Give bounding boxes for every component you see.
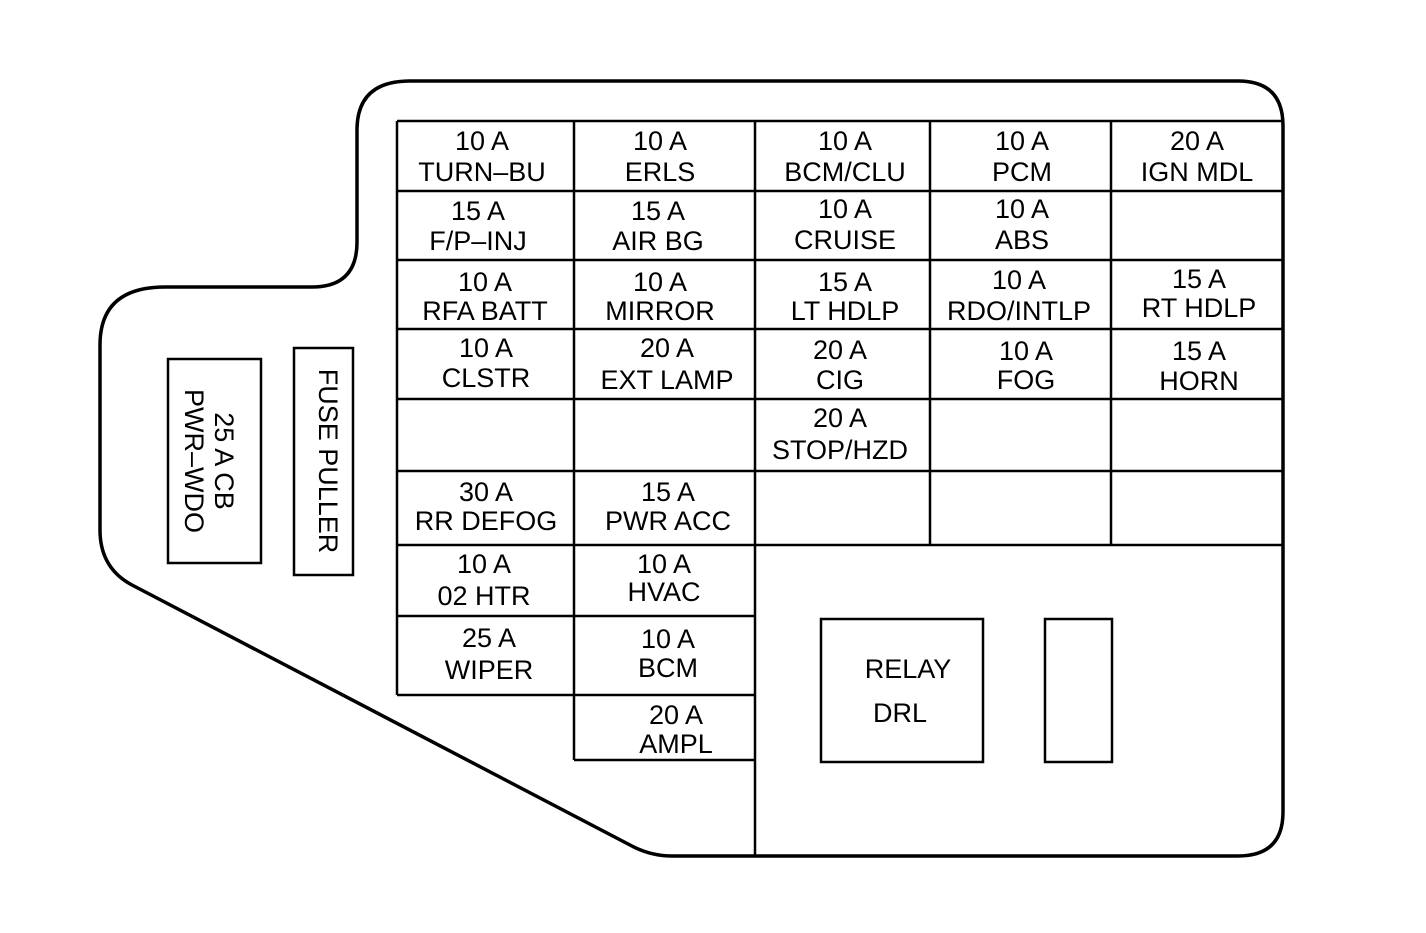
relay-label: RELAY xyxy=(865,654,952,684)
fuse-circuit-name: CLSTR xyxy=(442,363,531,393)
fuse-lt-hdlp: 15 ALT HDLP xyxy=(791,267,900,326)
fuse-circuit-name: CRUISE xyxy=(794,225,896,255)
fuse-circuit-name: WIPER xyxy=(445,655,534,685)
fuse-rating: 10 A xyxy=(995,194,1049,224)
fuse-rr-defog: 30 ARR DEFOG xyxy=(415,477,558,536)
fuse-puller-label: FUSE PULLER xyxy=(313,369,343,554)
fuse-circuit-name: PCM xyxy=(992,157,1052,187)
fuse-rating: 20 A xyxy=(640,333,694,363)
fuse-rating: 10 A xyxy=(818,194,872,224)
fuse-circuit-name: RFA BATT xyxy=(422,296,548,326)
circuit-breaker-rating: 25 A CB xyxy=(209,412,239,510)
fuse-circuit-name: EXT LAMP xyxy=(600,365,733,395)
fuse-rating: 15 A xyxy=(641,477,695,507)
fuse-circuit-name: ABS xyxy=(995,225,1049,255)
fuse-rating: 10 A xyxy=(458,267,512,297)
fuse-circuit-name: HORN xyxy=(1159,366,1239,396)
fuse-circuit-name: CIG xyxy=(816,365,864,395)
fuse-rating: 10 A xyxy=(637,549,691,579)
circuit-breaker-box xyxy=(166,357,263,565)
fuse-circuit-name: F/P–INJ xyxy=(429,226,527,256)
fuse-circuit-name: STOP/HZD xyxy=(772,435,908,465)
fuse-circuit-name: IGN MDL xyxy=(1141,157,1254,187)
fuse-rating: 15 A xyxy=(451,196,505,226)
fuse-rating: 10 A xyxy=(633,126,687,156)
fuse-circuit-name: BCM/CLU xyxy=(784,157,906,187)
fuse-circuit-name: BCM xyxy=(638,653,698,683)
fuse-rating: 20 A xyxy=(1170,126,1224,156)
fuse-rating: 25 A xyxy=(462,623,516,653)
fuse-rating: 15 A xyxy=(1172,264,1226,294)
fuse-circuit-name: 02 HTR xyxy=(437,581,530,611)
fuse-circuit-name: ERLS xyxy=(625,157,696,187)
fuse-circuit-name: MIRROR xyxy=(605,296,715,326)
relay-drl-label: DRL xyxy=(873,698,927,728)
fuse-rt-hdlp: 15 ART HDLP xyxy=(1142,264,1257,323)
circuit-breaker-label: PWR–WDO xyxy=(179,389,209,533)
fuse-fp-inj: 15 AF/P–INJ xyxy=(429,196,527,256)
fuse-circuit-name: AMPL xyxy=(639,729,713,759)
fuse-rating: 15 A xyxy=(818,267,872,297)
relay-drl-box xyxy=(819,617,985,764)
fuse-rating: 30 A xyxy=(459,477,513,507)
fuse-rating: 10 A xyxy=(818,126,872,156)
fuse-rating: 20 A xyxy=(813,335,867,365)
fuse-rating: 10 A xyxy=(633,267,687,297)
fuse-rating: 10 A xyxy=(999,336,1053,366)
fuse-rating: 10 A xyxy=(455,126,509,156)
fuse-rating: 10 A xyxy=(459,333,513,363)
fuse-circuit-name: RT HDLP xyxy=(1142,293,1257,323)
fuse-circuit-name: FOG xyxy=(997,365,1056,395)
fuse-circuit-name: HVAC xyxy=(627,577,700,607)
fuse-rating: 10 A xyxy=(995,126,1049,156)
fuse-rating: 15 A xyxy=(631,196,685,226)
fuse-circuit-name: RR DEFOG xyxy=(415,506,558,536)
fuse-circuit-name: PWR ACC xyxy=(605,506,731,536)
fuse-rating: 10 A xyxy=(992,265,1046,295)
fuse-grid xyxy=(395,119,1283,856)
fuse-puller-box xyxy=(292,346,355,577)
relay-empty-box xyxy=(1043,617,1114,764)
fuse-circuit-name: AIR BG xyxy=(612,226,704,256)
fuse-rating: 20 A xyxy=(649,700,703,730)
fuse-circuit-name: RDO/INTLP xyxy=(947,296,1091,326)
fuse-rating: 15 A xyxy=(1172,336,1226,366)
fuse-circuit-name: TURN–BU xyxy=(418,157,546,187)
fuse-rating: 20 A xyxy=(813,403,867,433)
fuse-o2-htr: 10 A02 HTR xyxy=(437,549,530,611)
fuse-rating: 10 A xyxy=(641,624,695,654)
fuse-rating: 10 A xyxy=(457,549,511,579)
fuse-circuit-name: LT HDLP xyxy=(791,296,900,326)
